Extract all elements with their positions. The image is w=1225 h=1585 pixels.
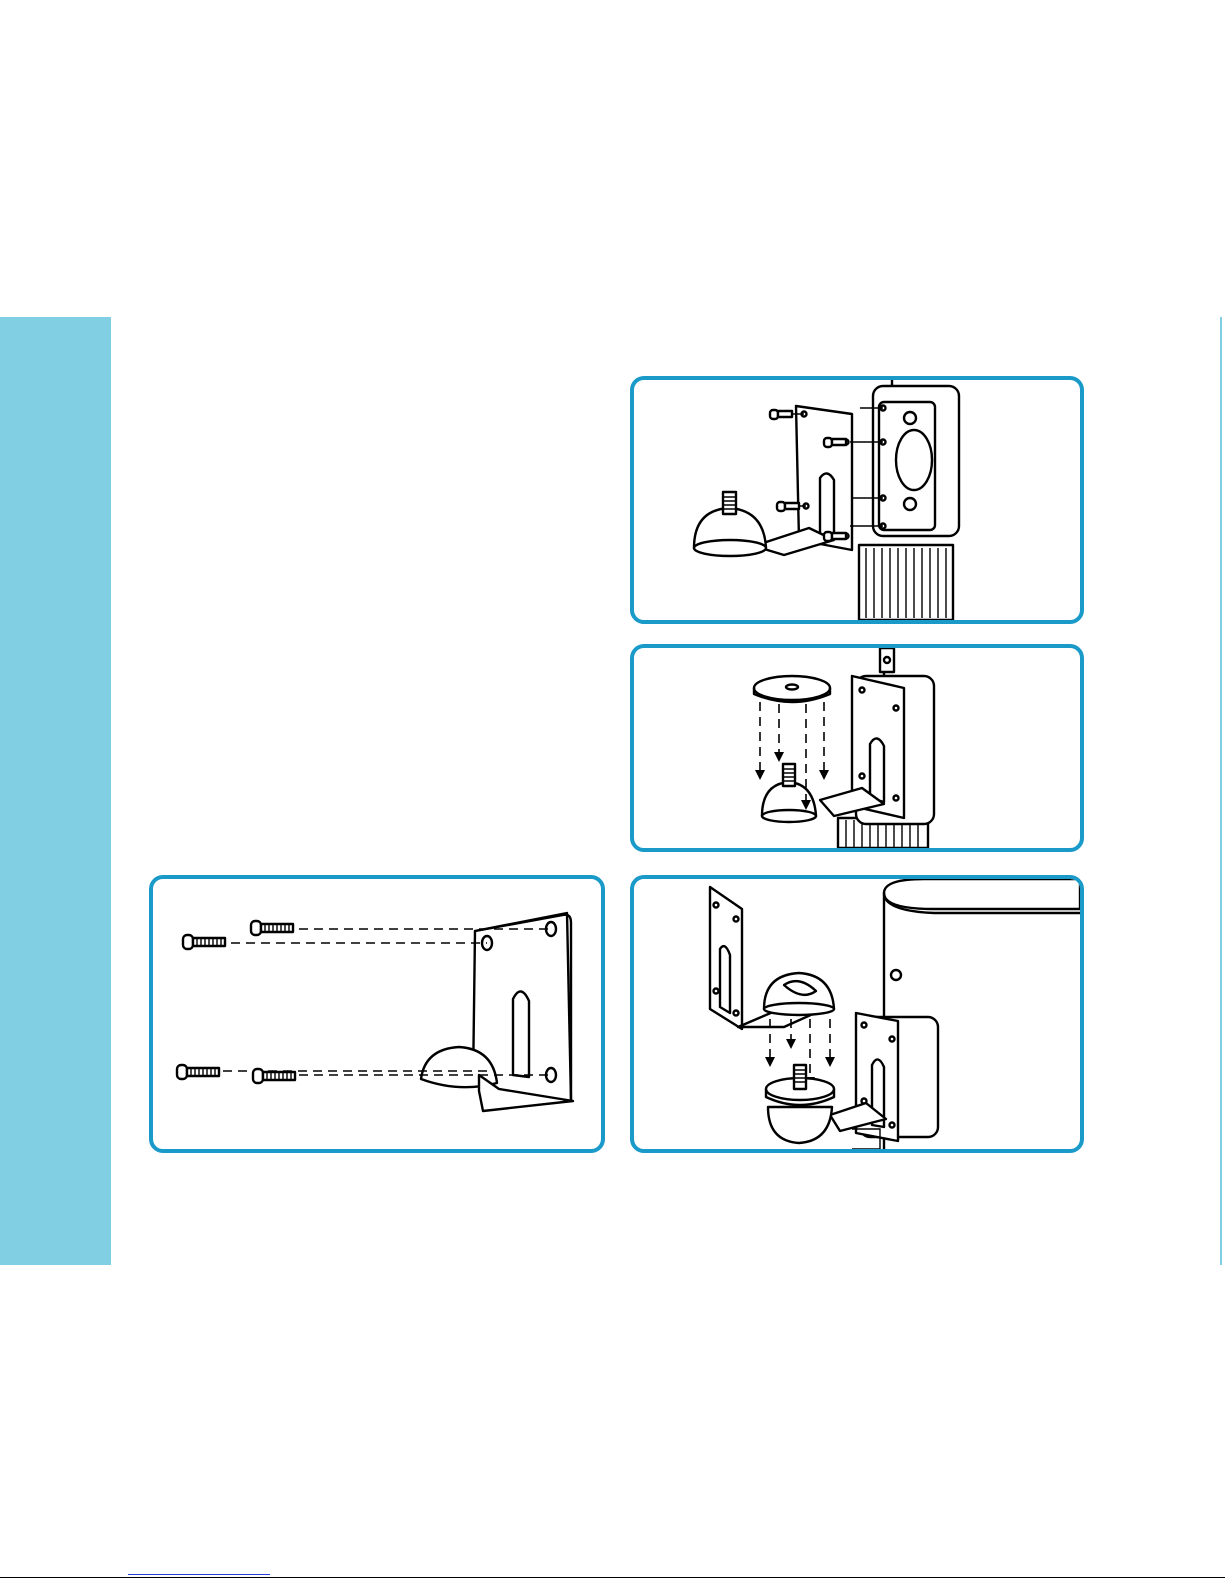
speaker-icon — [830, 879, 1080, 1149]
wall-mount-illustration — [153, 879, 601, 1149]
wall-bracket-icon — [710, 887, 834, 1029]
footer-rule — [0, 1577, 1225, 1578]
side-color-band — [0, 317, 111, 1265]
washer-icon — [766, 1065, 834, 1143]
socket-attachment-illustration — [634, 879, 1080, 1149]
illustration-panel-3 — [630, 875, 1084, 1153]
speaker-bracket-assembly-illustration — [634, 380, 1080, 620]
right-edge-rule — [1220, 317, 1222, 1265]
washer-icon — [754, 676, 830, 702]
illustration-panel-2 — [630, 644, 1084, 852]
illustration-panel-1 — [630, 376, 1084, 624]
illustration-panel-4 — [149, 875, 605, 1153]
speaker-icon — [859, 380, 959, 620]
footer-link-underline[interactable] — [128, 1574, 270, 1575]
washer-placement-illustration — [634, 648, 1080, 848]
